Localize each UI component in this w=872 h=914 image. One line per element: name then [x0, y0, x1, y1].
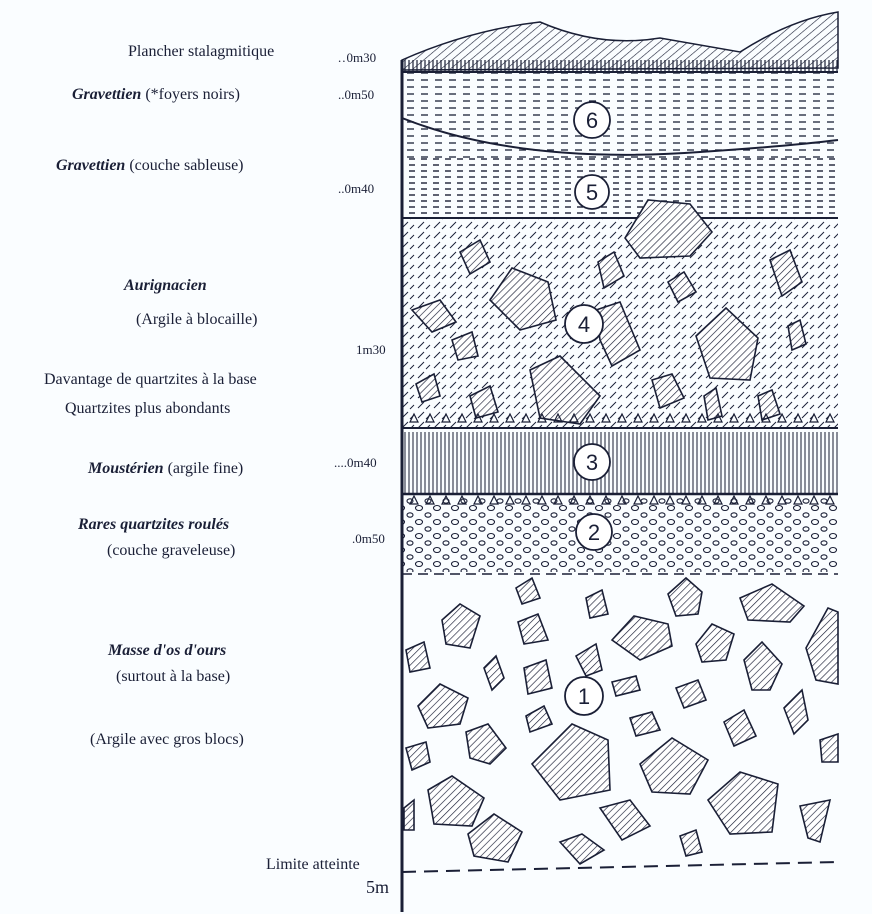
number-layer-6: 6 — [586, 108, 598, 133]
number-layer-5: 5 — [586, 180, 598, 205]
layer-3 — [402, 432, 838, 494]
number-layer-1: 1 — [578, 684, 590, 709]
limit-line — [402, 862, 838, 872]
number-layer-2: 2 — [588, 520, 600, 545]
rocks-layer-1 — [404, 578, 838, 864]
layer-2 — [402, 498, 838, 572]
number-layer-4: 4 — [578, 312, 590, 337]
layer-6 — [402, 72, 838, 158]
number-layer-3: 3 — [586, 450, 598, 475]
layer-5 — [402, 158, 838, 218]
